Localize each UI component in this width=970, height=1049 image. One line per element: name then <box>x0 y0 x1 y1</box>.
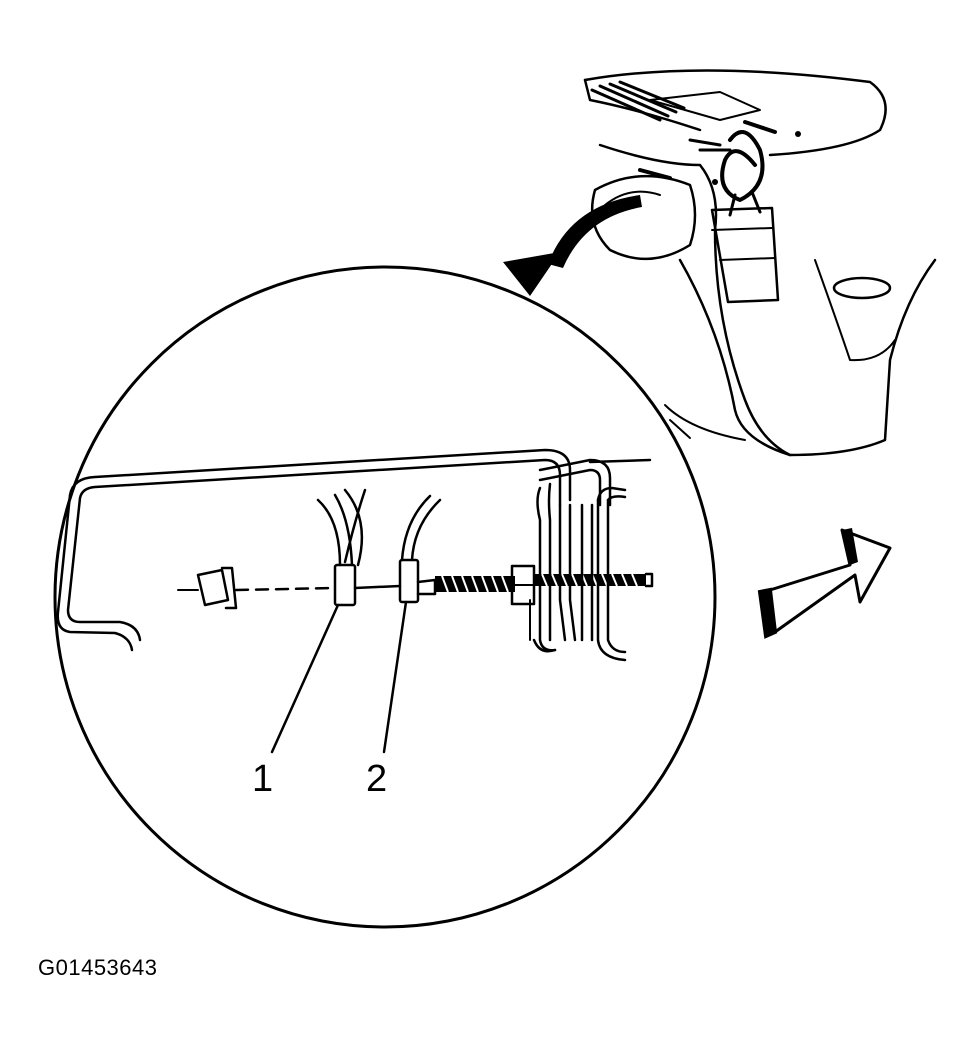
vehicle-overview <box>583 69 937 457</box>
callout-2-leader <box>382 600 408 754</box>
threaded-stud <box>435 575 515 593</box>
callout-number-1: 1 <box>252 758 274 800</box>
callout-1-leader <box>270 603 340 754</box>
detail-magnifier-circle-icon <box>53 265 717 929</box>
callout-number-2: 2 <box>366 758 388 800</box>
view-direction-arrow-icon <box>757 528 892 639</box>
detail-view <box>56 448 654 754</box>
figure-id-label: G01453643 <box>38 955 158 980</box>
stud-shank <box>534 573 646 587</box>
curved-pointer-arrow-icon <box>503 195 642 296</box>
